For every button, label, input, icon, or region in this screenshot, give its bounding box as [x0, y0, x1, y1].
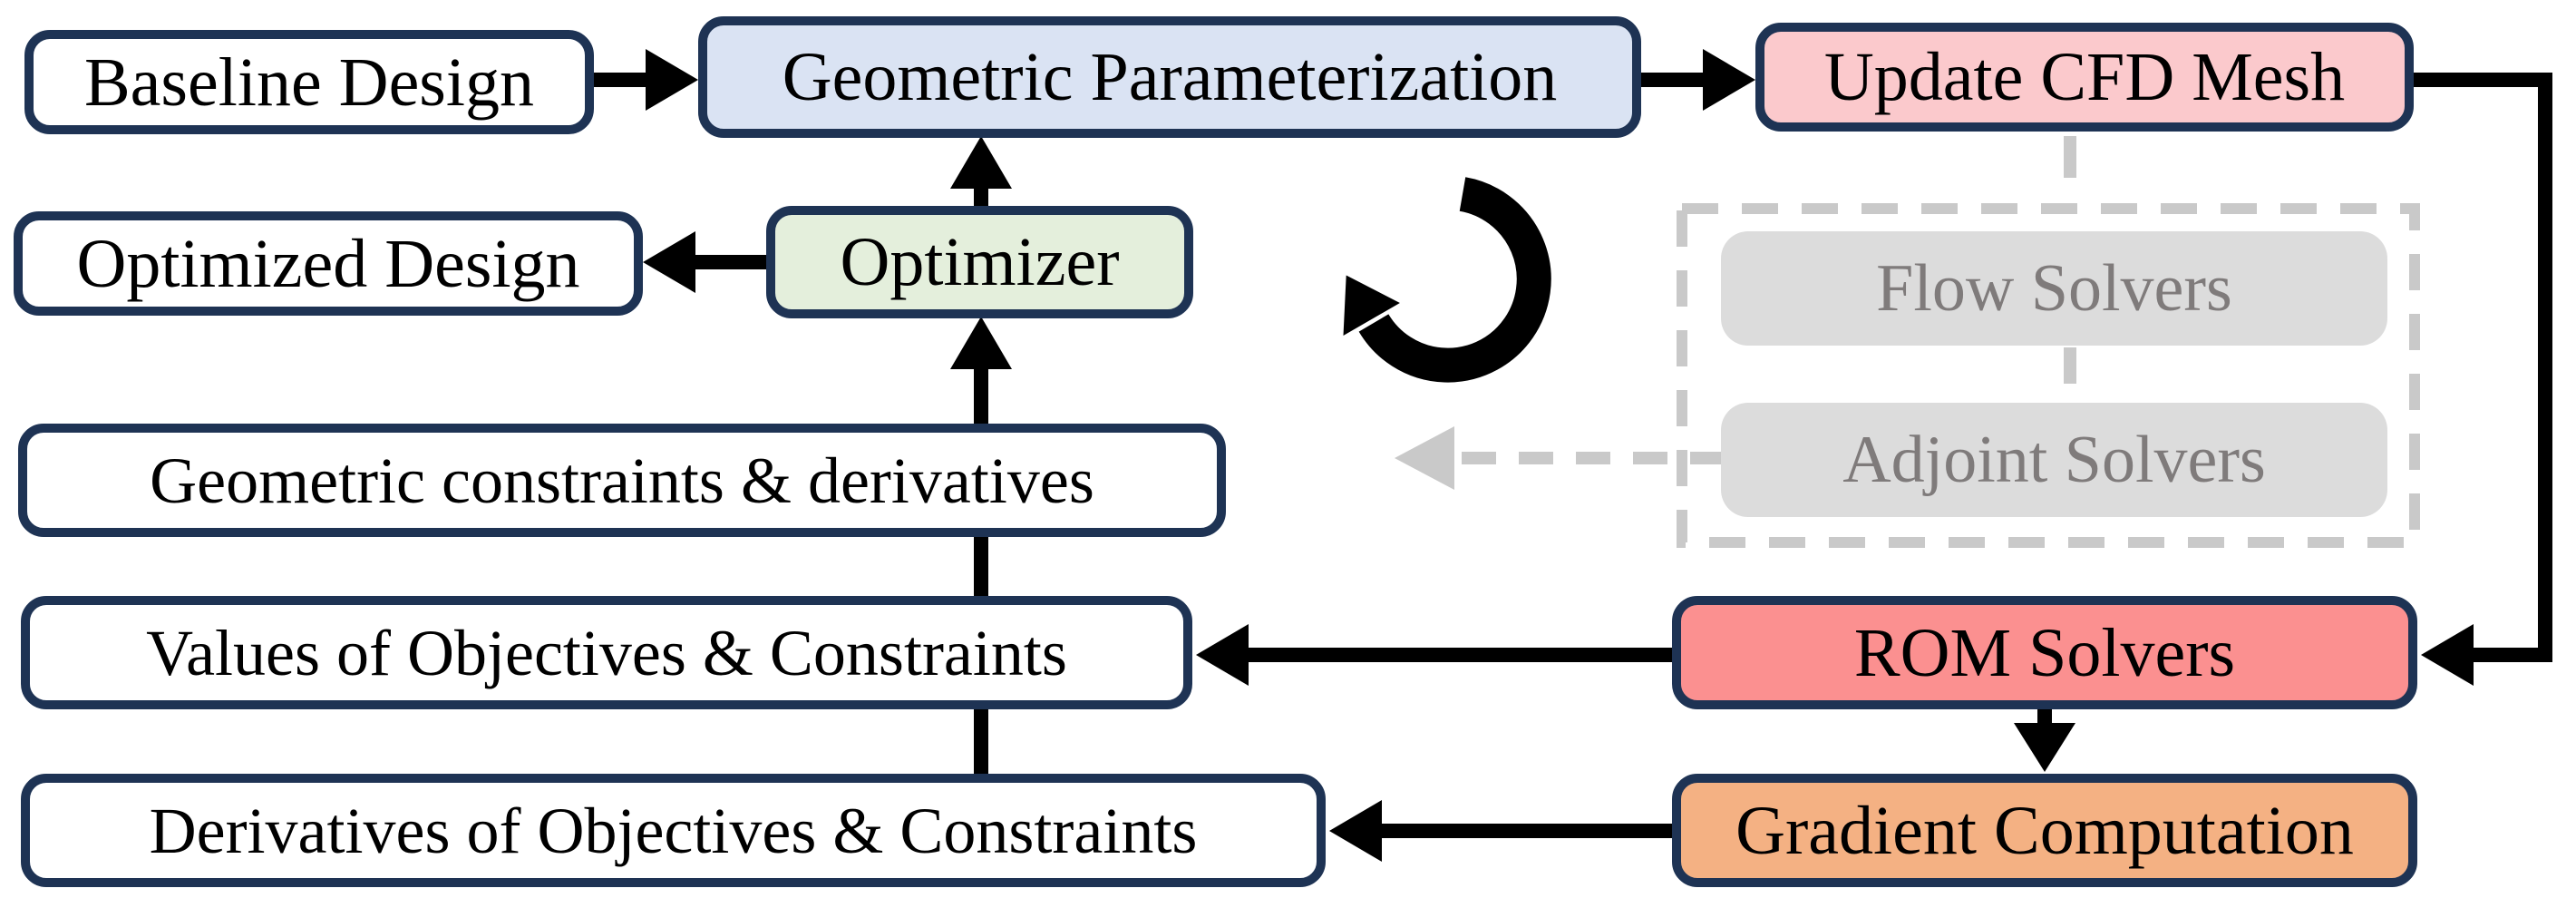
node-update-cfd-mesh: Update CFD Mesh: [1755, 23, 2414, 132]
node-geometric-parameterization: Geometric Parameterization: [698, 16, 1641, 138]
loop-arrowhead: [1343, 275, 1400, 336]
node-label: Gradient Computation: [1735, 792, 2354, 869]
node-label: Flow Solvers: [1876, 251, 2232, 326]
node-label: ROM Solvers: [1853, 614, 2236, 691]
node-label: Baseline Design: [83, 44, 534, 121]
node-geometric-constraints: Geometric constraints & derivatives: [18, 424, 1226, 537]
node-optimized-design: Optimized Design: [14, 211, 643, 316]
dashed-arrowhead-left: [1395, 426, 1454, 490]
node-label: Optimizer: [840, 224, 1120, 300]
node-baseline-design: Baseline Design: [24, 30, 594, 134]
node-optimizer: Optimizer: [766, 206, 1193, 318]
node-adjoint-solvers: Adjoint Solvers: [1721, 403, 2387, 517]
arrowhead-right-1: [646, 49, 698, 111]
node-label: Geometric Parameterization: [782, 39, 1558, 115]
loop-arrow-arc: [1358, 177, 1551, 383]
solvers-group-dashed-frame: [1677, 203, 2420, 548]
node-rom-solvers: ROM Solvers: [1672, 596, 2417, 709]
node-label: Derivatives of Objectives & Constraints: [149, 794, 1198, 867]
node-label: Optimized Design: [76, 225, 580, 302]
arrowhead-left-into-values: [1196, 624, 1249, 686]
node-flow-solvers: Flow Solvers: [1721, 231, 2387, 346]
node-derivatives-of-objectives: Derivatives of Objectives & Constraints: [21, 774, 1326, 887]
arrowhead-left-into-optimized: [643, 231, 695, 293]
loop-arrow-icon: [1343, 177, 1551, 383]
arrowhead-down-into-gradient: [2014, 723, 2075, 772]
node-values-of-objectives: Values of Objectives & Constraints: [21, 596, 1192, 709]
arrowhead-left-into-derivatives: [1329, 800, 1382, 862]
node-label: Update CFD Mesh: [1823, 39, 2346, 115]
arrowhead-left-into-rom: [2421, 624, 2474, 686]
arrowhead-up-into-optimizer: [950, 317, 1012, 369]
arrowhead-up-into-parameterization: [950, 136, 1012, 189]
node-gradient-computation: Gradient Computation: [1672, 774, 2417, 887]
node-label: Values of Objectives & Constraints: [146, 616, 1067, 689]
node-label: Geometric constraints & derivatives: [150, 444, 1094, 517]
arrow-updatemesh-to-rom-elbow: [2408, 73, 2552, 662]
arrowhead-right-2: [1703, 49, 1755, 111]
node-label: Adjoint Solvers: [1842, 423, 2266, 497]
